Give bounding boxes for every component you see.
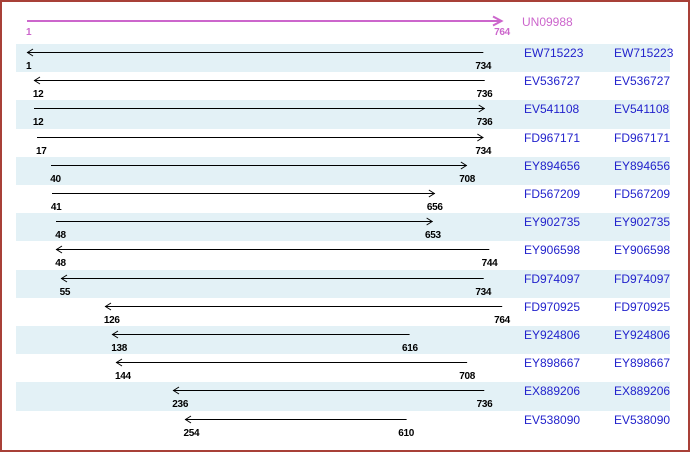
alignment-row: 48 744 EY906598 EY906598: [2, 241, 688, 269]
est-arrow: [172, 386, 485, 395]
accession-link-primary[interactable]: FD567209: [524, 187, 581, 201]
est-start-coord: 41: [50, 202, 62, 213]
accession-link-secondary[interactable]: FD970925: [614, 299, 671, 314]
contig-end-coord: 764: [494, 27, 510, 38]
accession-link-primary[interactable]: EY894656: [524, 158, 581, 173]
est-end-coord: 736: [476, 89, 493, 101]
est-arrow: [60, 274, 484, 283]
est-start-coord: 12: [32, 117, 44, 129]
est-end-coord: 736: [476, 399, 493, 411]
alignment-row: 41 656 FD567209 FD567209: [2, 185, 688, 213]
accession-link-primary[interactable]: EV538090: [524, 412, 581, 427]
alignment-row: 236 736 EX889206 EX889206: [2, 382, 688, 411]
accession-link-primary[interactable]: EX889206: [524, 384, 581, 399]
est-start-coord: 48: [55, 258, 66, 270]
accession-link-secondary[interactable]: EW715223: [614, 46, 674, 60]
contig-arrow: [27, 15, 504, 27]
accession-link-secondary[interactable]: EY902735: [614, 215, 671, 230]
accession-link-secondary[interactable]: EX889206: [614, 384, 671, 399]
est-start-coord: 55: [59, 286, 71, 298]
est-end-coord: 734: [475, 286, 492, 298]
alignment-row: 254 610 EV538090 EV538090: [2, 411, 688, 439]
est-start-coord: 144: [115, 371, 131, 383]
est-start-coord: 40: [50, 173, 61, 185]
est-start-coord: 254: [183, 427, 200, 439]
est-end-coord: 708: [459, 371, 476, 383]
row-stripe: [16, 213, 670, 242]
accession-link-secondary[interactable]: FD974097: [614, 271, 671, 286]
accession-link-primary[interactable]: EW715223: [524, 46, 584, 60]
est-start-coord: 138: [111, 343, 128, 354]
accession-link-primary[interactable]: EV541108: [524, 102, 580, 117]
accession-link-secondary[interactable]: EY924806: [614, 328, 671, 342]
est-start-coord: 126: [103, 314, 120, 326]
est-start-coord: 48: [55, 230, 66, 242]
accession-link-secondary[interactable]: EY898667: [614, 356, 671, 371]
est-end-coord: 708: [459, 173, 476, 185]
row-stripe: [16, 100, 670, 129]
est-end-coord: 736: [476, 117, 493, 129]
est-arrow: [56, 217, 434, 226]
est-start-coord: 17: [35, 145, 47, 157]
accession-link-primary[interactable]: EY924806: [524, 328, 581, 342]
alignment-row: 17 734 FD967171 FD967171: [2, 129, 688, 157]
est-end-coord: 764: [494, 314, 510, 326]
accession-link-secondary[interactable]: EY906598: [614, 243, 671, 258]
est-start-coord: 1: [26, 61, 32, 72]
est-end-coord: 656: [426, 202, 443, 213]
accession-link-primary[interactable]: EY906598: [524, 243, 581, 258]
est-arrow: [33, 104, 485, 113]
est-arrow: [104, 302, 502, 311]
accession-link-secondary[interactable]: EV541108: [614, 102, 670, 117]
row-stripe: [16, 156, 670, 185]
est-end-coord: 653: [424, 230, 441, 242]
row-stripe: [16, 326, 670, 355]
est-end-coord: 734: [475, 145, 492, 157]
alignment-row: 1 734 EW715223 EW715223: [2, 44, 688, 73]
accession-link-secondary[interactable]: EV538090: [614, 412, 671, 427]
row-stripe: [16, 382, 670, 411]
accession-link-primary[interactable]: FD974097: [524, 271, 581, 286]
contig-name: UN09988: [522, 15, 573, 29]
accession-link-primary[interactable]: EY902735: [524, 215, 581, 230]
accession-link-secondary[interactable]: FD567209: [614, 187, 671, 201]
est-start-coord: 12: [32, 89, 44, 101]
accession-link-primary[interactable]: EV536727: [524, 74, 581, 89]
est-arrow: [55, 245, 490, 254]
alignment-row: 144 708 EY898667 EY898667: [2, 354, 688, 382]
est-arrow: [184, 415, 407, 424]
row-stripe: [16, 44, 670, 73]
accession-link-secondary[interactable]: EY894656: [614, 158, 671, 173]
accession-link-primary[interactable]: EY898667: [524, 356, 581, 371]
est-arrow: [33, 76, 485, 85]
est-end-coord: 744: [481, 258, 498, 270]
alignment-row: 40 708 EY894656 EY894656: [2, 156, 688, 185]
alignment-row: 12 736 EV541108 EV541108: [2, 100, 688, 129]
est-end-coord: 734: [475, 61, 492, 72]
alignment-row: 55 734 FD974097 FD974097: [2, 269, 688, 298]
alignment-row: 126 764 FD970925 FD970925: [2, 298, 688, 326]
est-end-coord: 616: [401, 343, 418, 354]
est-arrow: [51, 189, 436, 198]
est-arrow: [26, 48, 484, 57]
est-arrow: [115, 358, 468, 367]
est-end-coord: 610: [398, 427, 415, 439]
accession-link-secondary[interactable]: FD967171: [614, 130, 671, 145]
accession-link-primary[interactable]: FD967171: [524, 130, 581, 145]
accession-link-primary[interactable]: FD970925: [524, 299, 581, 314]
contig-start-coord: 1: [26, 27, 32, 38]
est-arrow: [111, 330, 410, 339]
accession-link-secondary[interactable]: EV536727: [614, 74, 671, 89]
est-arrow: [51, 161, 468, 170]
row-stripe: [16, 269, 670, 298]
est-arrow: [36, 133, 484, 142]
alignment-row: 48 653 EY902735 EY902735: [2, 213, 688, 242]
alignment-row: 12 736 EV536727 EV536727: [2, 72, 688, 100]
alignment-row: 138 616 EY924806 EY924806: [2, 326, 688, 355]
est-start-coord: 236: [172, 399, 189, 411]
